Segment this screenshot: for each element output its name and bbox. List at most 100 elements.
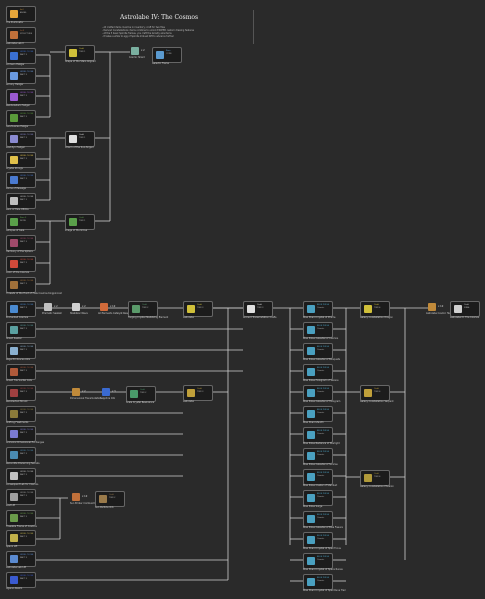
node-badge: LEVEL CLOSE (20, 259, 34, 261)
node-caption: Threads of the Hunt of Hale Cosmos Kingp… (6, 292, 62, 295)
node-badge: Craft (79, 48, 84, 50)
item-caption: Prismatic Seaball (42, 312, 62, 315)
node-badge: BLUE PULSE (317, 472, 330, 474)
node-badge: Craft (140, 389, 145, 391)
node-subbadge: RAFT 3 (20, 158, 27, 160)
item-icon (10, 114, 18, 122)
node-subbadge: Cosmic (317, 412, 325, 414)
node-subbadge: TIER 2 (142, 307, 149, 309)
node-subbadge: Cosmic (317, 349, 325, 351)
item-icon (10, 410, 18, 418)
item-icon (307, 494, 315, 502)
node-badge: BLUE PULSE (317, 514, 330, 516)
node-badge: BLUE PULSE (317, 367, 330, 369)
node-subbadge: Cosmic (317, 370, 325, 372)
node-caption: Consequent Lab for Cosmos (6, 483, 39, 486)
node-subbadge: RAFT 3 (20, 283, 27, 285)
node-badge: LEVEL CLOSE (20, 429, 34, 431)
item-icon (10, 260, 18, 268)
node-subbadge: RAFT 3 (20, 453, 27, 455)
item-icon (307, 326, 315, 334)
node-subbadge: TIER 3 (197, 307, 204, 309)
item-icon (364, 305, 372, 313)
node-badge: Craft (197, 304, 202, 306)
item-icon (10, 52, 18, 60)
node-badge: LEVEL CLOSE (20, 92, 34, 94)
item-icon (10, 555, 18, 563)
node-badge: BLUE PULSE (317, 535, 330, 537)
node-caption: Charm of the Sun-forged (65, 146, 94, 149)
node-caption: Lost Lift (6, 504, 16, 507)
node-badge: Craft (79, 217, 84, 219)
item-icon (10, 72, 18, 80)
item-icon (307, 410, 315, 418)
item-icon (454, 305, 462, 313)
node-badge: LEVEL CLOSE (20, 367, 34, 369)
node-badge: LEVEL CLOSE (20, 196, 34, 198)
node-subbadge: TIER 4 (374, 307, 381, 309)
node-caption: Blue Pulse Surge (303, 505, 323, 508)
node-subbadge: RAFT 3 (20, 116, 27, 118)
node-subbadge: FINAL (464, 307, 470, 309)
note-line: - At the 5 basic Spindle frames, you cra… (102, 32, 172, 35)
node-caption: Scale Crystal Resonance (126, 401, 155, 404)
